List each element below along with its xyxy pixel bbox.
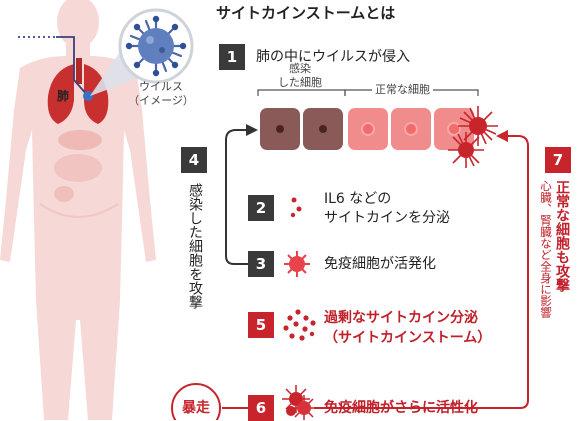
immune-burst-icon: [458, 106, 498, 146]
step7-badge: 7: [545, 147, 571, 173]
step7-text-line1: 正常な細胞も攻撃: [554, 180, 570, 292]
infected-cells-bracket: [257, 89, 346, 96]
step1-text: 肺の中にウイルスが侵入: [256, 49, 410, 65]
immune-cell-icon: [284, 251, 310, 277]
step2-text-line2: サイトカインを分泌: [324, 210, 450, 226]
step5-text-line2: （サイトカインストーム）: [324, 330, 492, 346]
infected-cells-label: 感染 した細胞: [268, 62, 332, 90]
virus-caption-line1: ウイルス: [139, 80, 183, 93]
cytokine-cluster-icon: [283, 309, 316, 341]
infected-cells-label-line2: した細胞: [278, 76, 322, 89]
step1-badge: 1: [219, 44, 245, 70]
lung-label: 肺: [57, 89, 70, 103]
runaway-label: 暴走: [182, 400, 210, 416]
cytokine-dots-icon: [290, 197, 302, 218]
step4-return-arrow: [225, 129, 258, 265]
step4-text: 感染した細胞を攻撃: [187, 183, 203, 309]
step2-text: IL6 などの サイトカインを分泌: [324, 190, 450, 228]
page-title: サイトカインストームとは: [216, 4, 396, 22]
step3-text: 免疫細胞が活発化: [324, 256, 436, 272]
step6-badge: 6: [248, 395, 274, 421]
virus-icon: [125, 15, 187, 77]
infected-cell: [303, 108, 343, 150]
step3-badge: 3: [248, 251, 274, 277]
step2-badge: 2: [248, 195, 274, 221]
step7-attack-arrow: [314, 135, 529, 409]
virus-entry-point: [83, 91, 93, 101]
virus-caption-line2: （イメージ）: [128, 94, 194, 107]
step4-badge: 4: [181, 147, 207, 173]
step2-text-line1: IL6 などの: [324, 191, 392, 207]
arrow-head-icon: [496, 130, 508, 142]
airway-leader-line: [56, 36, 89, 97]
arrow-head-icon: [246, 124, 258, 136]
step5-text-line1: 過剰なサイトカイン分泌: [324, 310, 478, 326]
step6-text: 免疫細胞がさらに活性化: [324, 400, 478, 416]
infected-cells-label-line1: 感染: [289, 62, 311, 75]
immune-cluster-icon: [282, 385, 317, 420]
normal-cell: [391, 108, 431, 150]
runaway-circle: [171, 383, 221, 420]
step5-text: 過剰なサイトカイン分泌 （サイトカインストーム）: [324, 308, 491, 348]
step5-badge: 5: [248, 312, 274, 338]
human-body-silhouette: [0, 0, 156, 420]
normal-cell: [348, 108, 388, 150]
immune-burst-icon: [448, 132, 484, 168]
virus-caption: ウイルス （イメージ）: [126, 80, 196, 108]
step7-text-line2: 心臓、腎臓など全身に影響: [539, 180, 553, 318]
infected-cell: [260, 108, 300, 150]
virus-bubble: [118, 8, 194, 84]
normal-cells-label: 正常な細胞: [372, 83, 433, 97]
abdominal-organs: [54, 130, 102, 202]
